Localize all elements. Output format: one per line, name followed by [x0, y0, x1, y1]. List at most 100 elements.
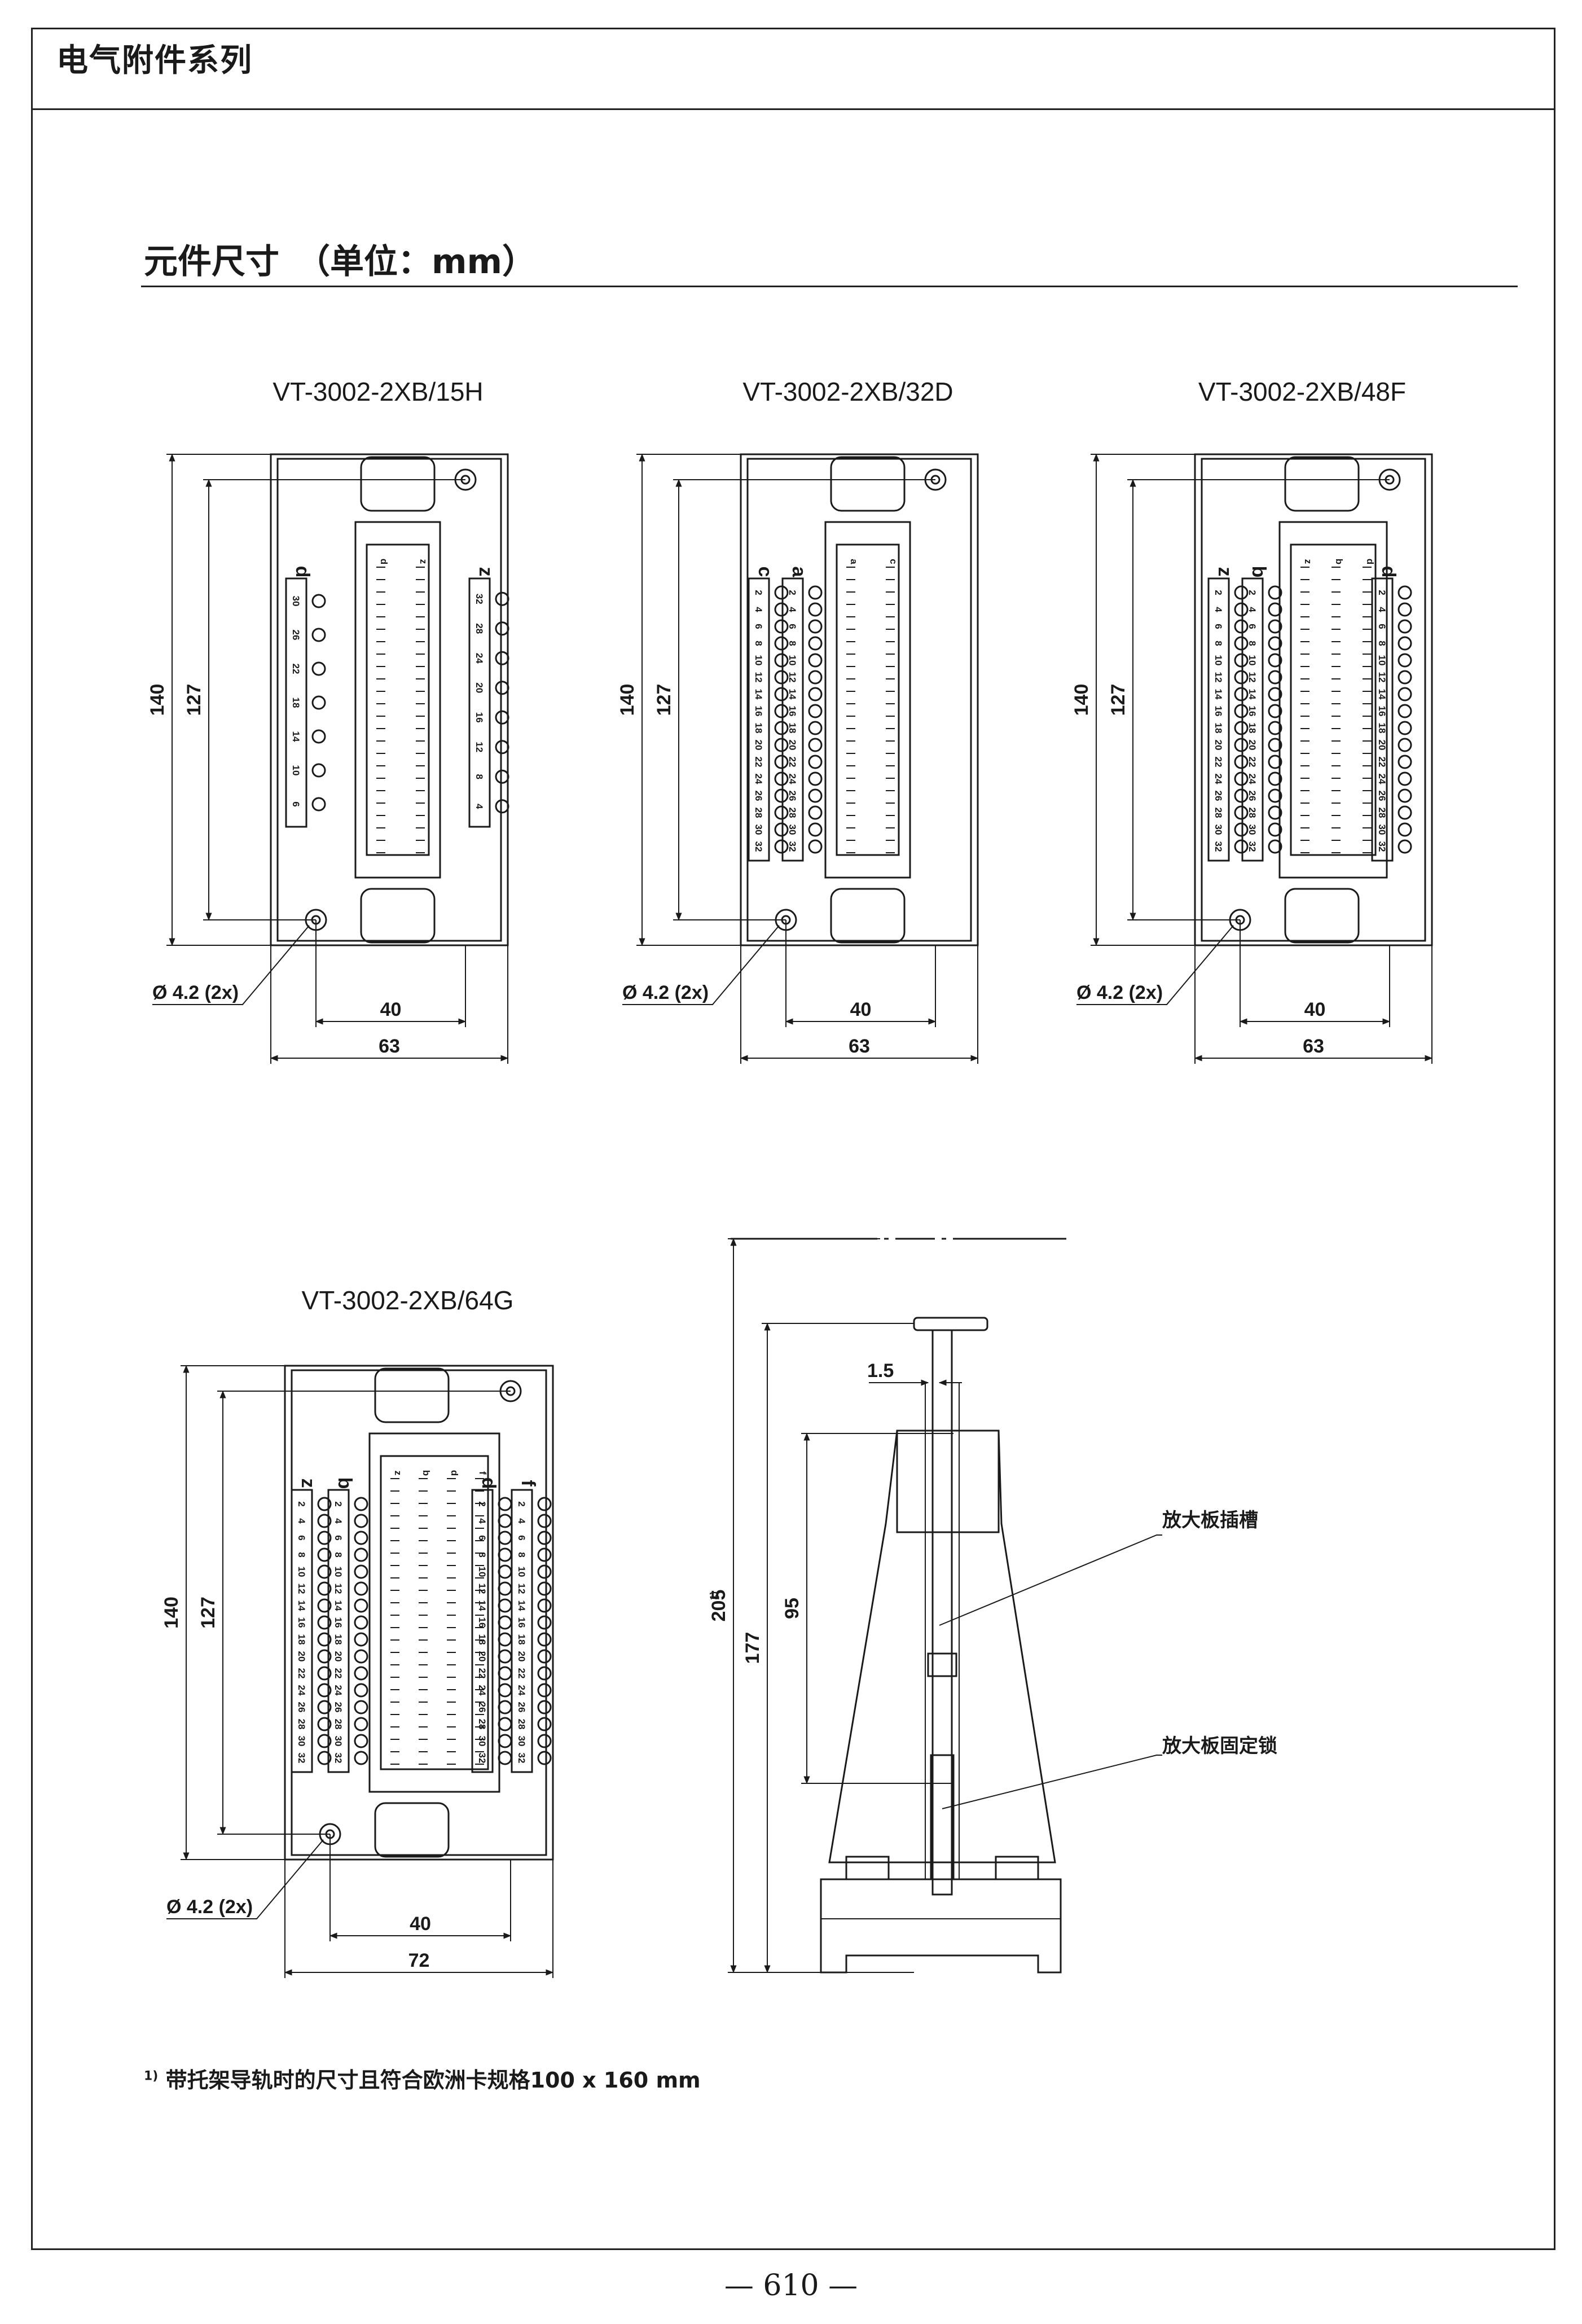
terminal-number: 32: [333, 1753, 344, 1764]
terminal-screw: [498, 1564, 512, 1579]
terminal-strip: [781, 577, 804, 862]
terminal-number: 22: [477, 1668, 487, 1679]
terminal-number: 24: [296, 1685, 307, 1696]
bottom-latch: [374, 1802, 450, 1858]
terminal-screw: [495, 651, 509, 665]
terminal-number: 20: [516, 1651, 527, 1662]
section-rule: [141, 286, 1518, 287]
hole-leader: [622, 925, 780, 1005]
connector-letter: f: [477, 1471, 488, 1475]
terminal-number: 14: [1377, 689, 1387, 700]
terminal-screw: [354, 1649, 368, 1664]
terminal-screw: [1398, 670, 1412, 685]
top-latch: [374, 1367, 450, 1423]
terminal-number: 28: [1213, 808, 1224, 818]
model-title: VT-3002-2XB/64G: [302, 1286, 514, 1315]
terminal-number: 24: [477, 1685, 487, 1696]
housing-inner-outline: [746, 458, 972, 942]
terminal-screw: [317, 1547, 332, 1562]
terminal-number: 12: [1213, 672, 1224, 683]
terminal-row-letter: z: [475, 567, 496, 577]
bottom-latch: [830, 888, 906, 944]
terminal-number: 20: [753, 740, 764, 751]
terminal-row-letter: z: [297, 1479, 319, 1488]
terminal-screw: [317, 1700, 332, 1715]
connector-letter: z: [418, 559, 429, 564]
terminal-screw: [317, 1615, 332, 1630]
terminal-number: 28: [333, 1719, 344, 1730]
model-title: VT-3002-2XB/48F: [1198, 377, 1406, 406]
terminal-screw: [498, 1531, 512, 1545]
terminal-screw: [774, 619, 789, 634]
terminal-screw: [354, 1632, 368, 1647]
terminal-screw: [498, 1615, 512, 1630]
terminal-screw: [1234, 704, 1249, 718]
hole-label: Ø 4.2 (2x): [152, 982, 239, 1003]
footnote-marker: 1): [144, 2069, 159, 2084]
terminal-number: 10: [787, 655, 798, 666]
terminal-screw: [1398, 636, 1412, 651]
terminal-screw: [774, 687, 789, 701]
terminal-number: 30: [753, 825, 764, 835]
terminal-screw: [537, 1632, 552, 1647]
terminal-number: 26: [1247, 791, 1258, 801]
terminal-screw: [537, 1751, 552, 1765]
connector-inner: [1290, 543, 1377, 856]
terminal-screw: [354, 1700, 368, 1715]
height-outer-label: 140: [617, 684, 638, 716]
terminal-screw: [537, 1615, 552, 1630]
terminal-screw: [537, 1547, 552, 1562]
terminal-number: 30: [291, 596, 301, 607]
terminal-number: 20: [1247, 740, 1258, 751]
terminal-screw: [1398, 805, 1412, 820]
terminal-screw: [537, 1497, 552, 1511]
terminal-screw: [808, 738, 823, 752]
terminal-strip: [291, 1489, 313, 1773]
housing-outline: [270, 453, 509, 946]
terminal-number: 30: [296, 1736, 307, 1747]
terminal-number: 26: [1213, 791, 1224, 801]
terminal-screw: [354, 1531, 368, 1545]
terminal-number: 18: [516, 1634, 527, 1645]
terminal-number: 6: [753, 624, 764, 629]
terminal-strip: [327, 1489, 350, 1773]
terminal-row-letter: z: [1214, 567, 1236, 577]
terminal-screw: [1268, 687, 1282, 701]
top-latch: [360, 456, 436, 512]
terminal-number: 8: [333, 1552, 344, 1557]
terminal-number: 32: [753, 841, 764, 852]
terminal-number: 12: [753, 672, 764, 683]
terminal-number: 8: [296, 1552, 307, 1557]
terminal-screw: [317, 1564, 332, 1579]
housing-inner-outline: [276, 458, 502, 942]
terminal-strip: [468, 577, 491, 828]
housing-top: [896, 1430, 1000, 1533]
terminal-screw: [1398, 755, 1412, 769]
terminal-number: 20: [296, 1651, 307, 1662]
height-inner-label: 127: [653, 684, 675, 716]
terminal-screw: [808, 636, 823, 651]
terminal-number: 10: [296, 1567, 307, 1577]
terminal-strip: [285, 577, 307, 828]
terminal-number: 4: [296, 1518, 307, 1524]
terminal-screw: [1268, 755, 1282, 769]
terminal-number: 8: [753, 641, 764, 646]
terminal-number: 2: [1247, 590, 1258, 595]
housing-outline: [740, 453, 979, 946]
terminal-row-letter: a: [788, 567, 810, 578]
terminal-screw: [1398, 822, 1412, 837]
terminal-number: 4: [753, 607, 764, 612]
terminal-screw: [1268, 670, 1282, 685]
terminal-screw: [537, 1514, 552, 1528]
terminal-screw: [317, 1649, 332, 1664]
section-title: 元件尺寸 （单位：mm）: [144, 242, 537, 282]
terminal-screw: [498, 1666, 512, 1681]
terminal-screw: [774, 670, 789, 685]
terminal-screw: [317, 1531, 332, 1545]
terminal-screw: [1234, 687, 1249, 701]
terminal-number: 30: [1213, 825, 1224, 835]
connector-letter: d: [1365, 559, 1376, 564]
terminal-number: 22: [291, 664, 301, 674]
terminal-screw: [498, 1683, 512, 1698]
